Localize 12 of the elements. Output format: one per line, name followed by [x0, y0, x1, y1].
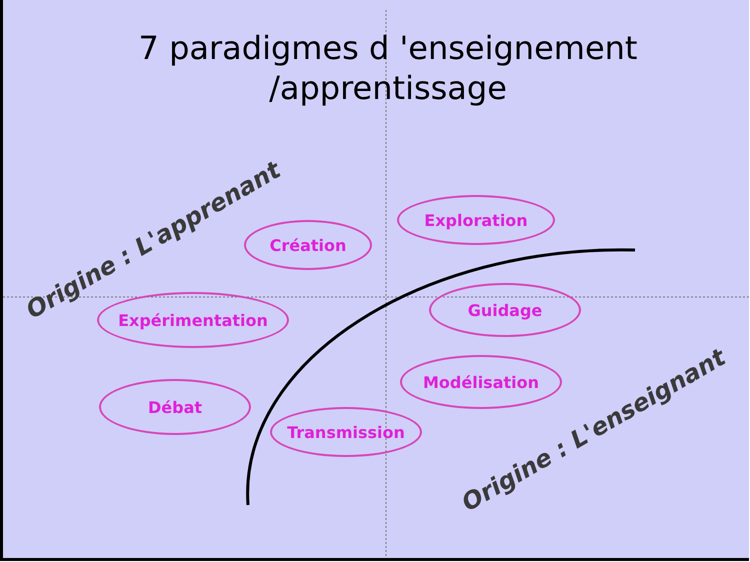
node-label: Exploration	[424, 210, 528, 230]
ellipse-node	[397, 195, 555, 245]
ellipse-node	[429, 283, 581, 337]
node-label: Modélisation	[422, 372, 540, 392]
ellipse-node	[99, 379, 251, 435]
ellipse-node	[400, 355, 562, 409]
node-label: Transmission	[287, 422, 405, 442]
ellipse-node	[270, 407, 422, 457]
node-label: Guidage	[468, 300, 542, 320]
node-label: Expérimentation	[118, 310, 268, 330]
node-label: Débat	[148, 398, 202, 416]
title: 7 paradigmes d 'enseignement /apprentissage	[138, 28, 638, 108]
